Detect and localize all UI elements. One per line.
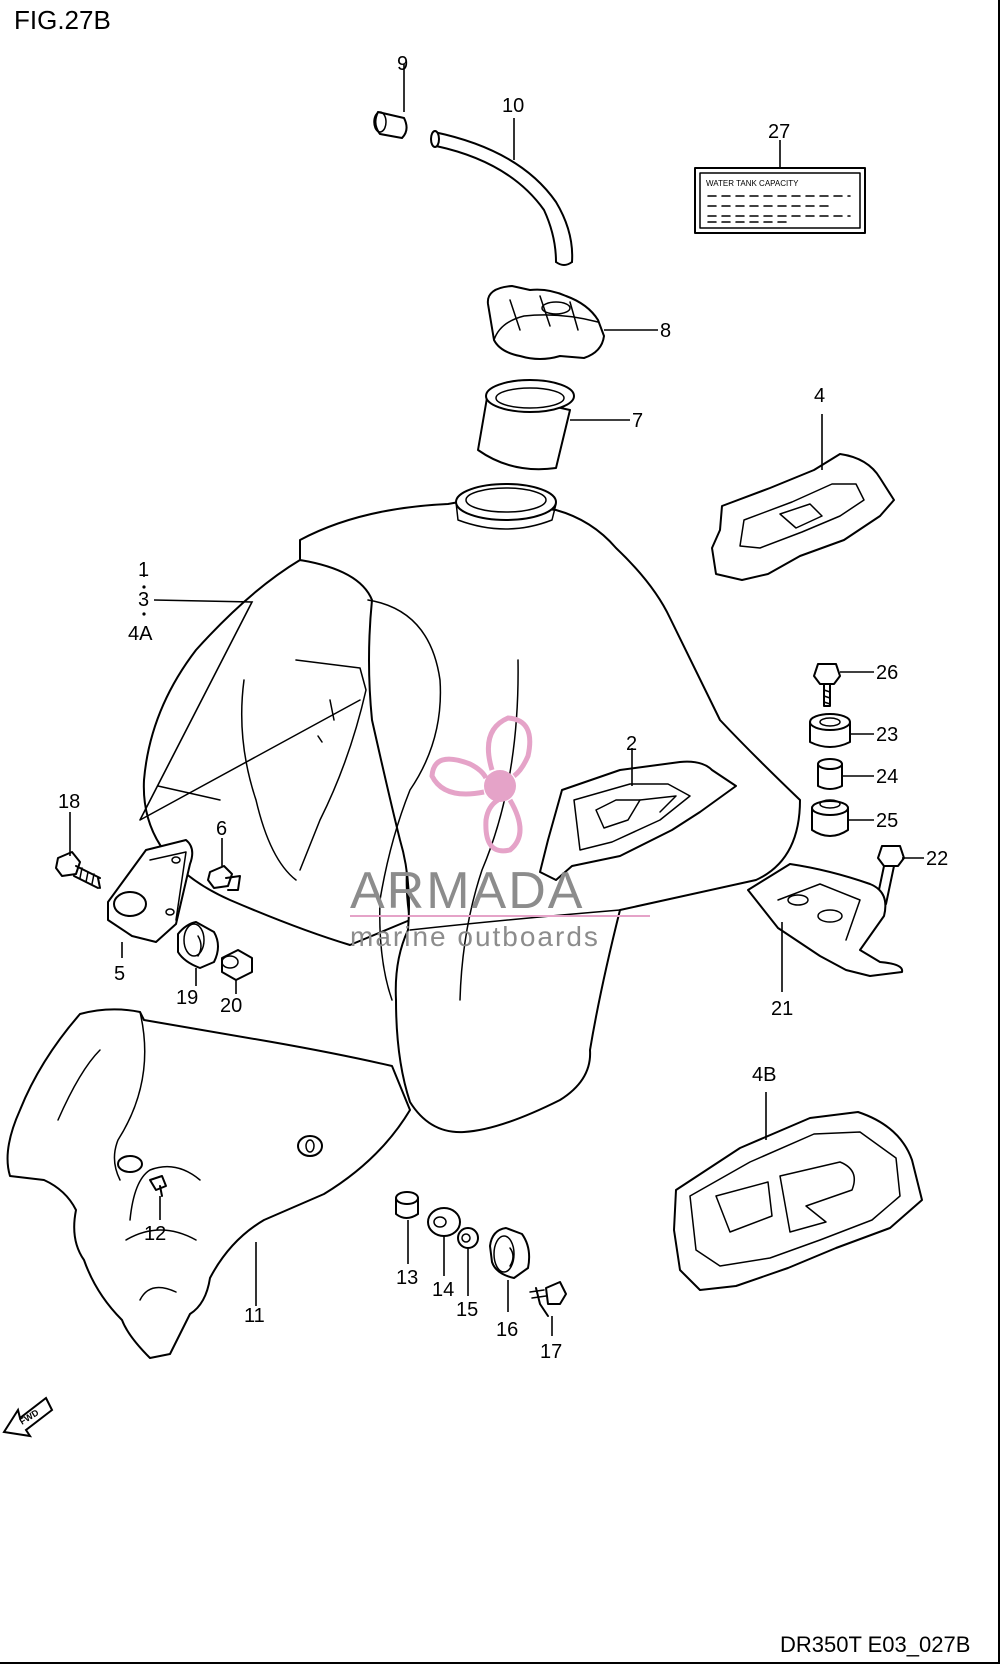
callout-4a: 4A — [128, 623, 153, 645]
figure-title: FIG.27B — [14, 5, 111, 35]
callout-25: 25 — [876, 810, 898, 832]
callout-22: 22 — [926, 848, 948, 870]
part-25-grommet[interactable] — [811, 799, 849, 837]
part-10-breather-hose[interactable] — [430, 130, 574, 266]
drawing-code: DR350T E03_027B — [780, 1632, 970, 1657]
part-23-bushing[interactable] — [809, 713, 851, 748]
part-19-damper[interactable] — [177, 921, 219, 969]
callout-7: 7 — [632, 410, 643, 432]
callout-14: 14 — [432, 1279, 454, 1301]
callout-10: 10 — [502, 95, 524, 117]
part-4-decal[interactable] — [711, 453, 895, 581]
callout-21: 21 — [771, 998, 793, 1020]
part-5-bracket[interactable] — [107, 839, 194, 943]
callout-16: 16 — [496, 1319, 518, 1341]
part-4b-decal[interactable] — [673, 1111, 923, 1291]
part-9-breather-cap[interactable] — [373, 111, 408, 139]
part-27-caution-label[interactable]: WATER TANK CAPACITY — [694, 167, 866, 234]
callout-3: 3 — [138, 589, 149, 611]
callout-12: 12 — [144, 1223, 166, 1245]
callout-18: 18 — [58, 791, 80, 813]
callout-4b: 4B — [752, 1064, 776, 1086]
callout-5: 5 — [114, 963, 125, 985]
part-14-washer[interactable] — [427, 1207, 461, 1237]
callout-1: 1 — [138, 559, 149, 581]
part-13-collar[interactable] — [395, 1191, 419, 1219]
watermark-tagline: marine outboards — [350, 921, 600, 952]
fwd-arrow-icon: FWD — [2, 1396, 54, 1438]
callout-17: 17 — [540, 1341, 562, 1363]
callout-9: 9 — [397, 53, 408, 75]
callout-20: 20 — [220, 995, 242, 1017]
callout-labels: 9 10 27 8 7 4 1 3 4A 2 26 23 24 25 22 21… — [58, 53, 948, 1363]
leader-lines — [69, 64, 924, 1336]
part-18-bolt[interactable] — [55, 851, 101, 889]
part-1-fuel-tank[interactable] — [139, 483, 801, 1134]
watermark: ARMADA marine outboards — [350, 715, 650, 952]
callout-24: 24 — [876, 766, 898, 788]
armada-propeller-logo — [429, 715, 533, 854]
part-12-screw[interactable] — [149, 1175, 167, 1197]
callout-13: 13 — [396, 1267, 418, 1289]
part-17-bolt[interactable] — [529, 1281, 567, 1317]
part-26-bolt[interactable] — [813, 663, 841, 707]
part-21-bracket[interactable] — [747, 863, 904, 977]
callout-2: 2 — [626, 733, 637, 755]
label-text: WATER TANK CAPACITY — [706, 179, 799, 188]
callout-4: 4 — [814, 385, 825, 407]
part-2-emblem[interactable] — [539, 760, 737, 881]
part-16-damper[interactable] — [489, 1227, 531, 1279]
part-11-side-cover[interactable] — [6, 1008, 411, 1359]
watermark-brand: ARMADA — [350, 862, 584, 920]
callout-27: 27 — [768, 121, 790, 143]
callout-23: 23 — [876, 724, 898, 746]
part-24-collar[interactable] — [817, 758, 843, 790]
callout-8: 8 — [660, 320, 671, 342]
part-6-bolt[interactable] — [207, 865, 241, 891]
callout-26: 26 — [876, 662, 898, 684]
part-8-fuel-cap[interactable] — [486, 285, 605, 360]
callout-15: 15 — [456, 1299, 478, 1321]
part-7-filler-neck[interactable] — [477, 379, 575, 471]
callout-11: 11 — [244, 1305, 265, 1327]
callout-6: 6 — [216, 818, 227, 840]
part-15-washer[interactable] — [457, 1227, 479, 1249]
part-20-collar[interactable] — [221, 949, 253, 981]
callout-19: 19 — [176, 987, 198, 1009]
